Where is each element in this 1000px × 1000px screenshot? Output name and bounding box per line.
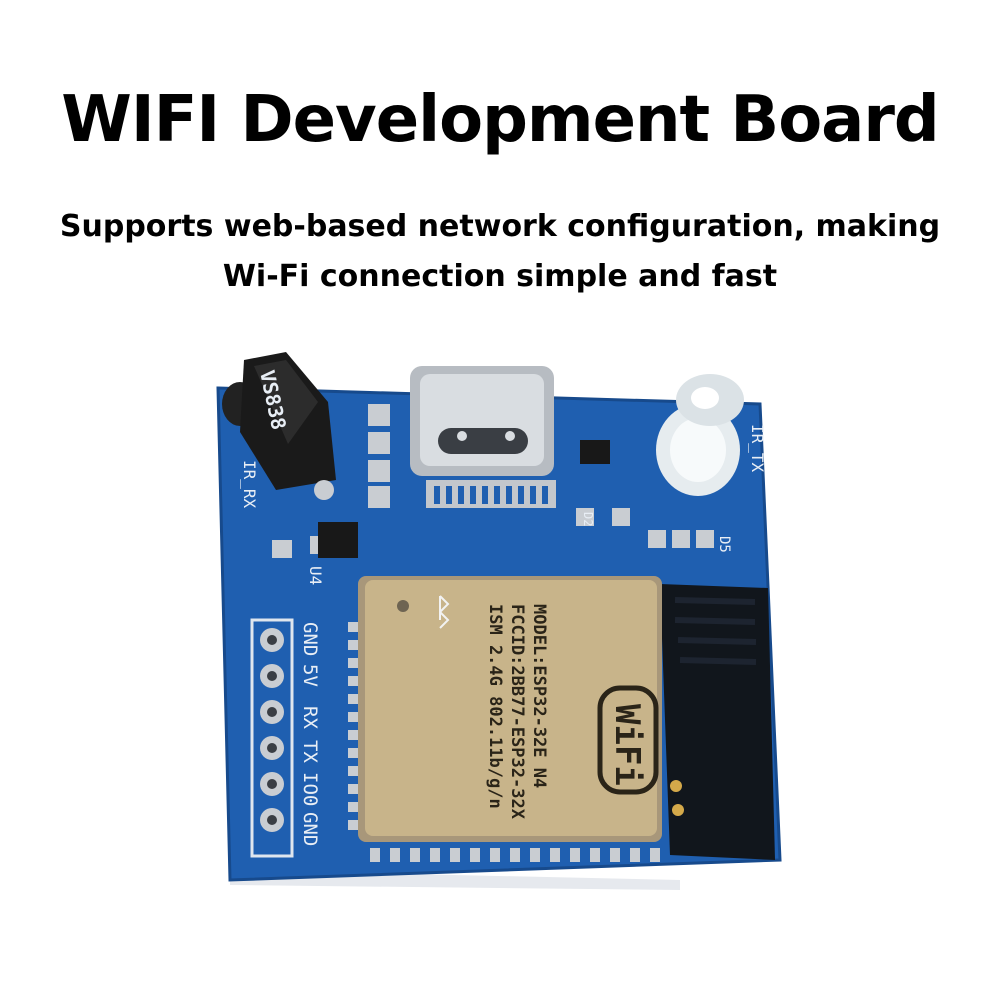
board-photo: MODEL:ESP32-32E N4 FCCID:2BB77-ESP32-32X… (200, 340, 800, 900)
antenna-area (660, 584, 775, 860)
svg-text:D2: D2 (581, 512, 595, 526)
u4-chip (318, 522, 358, 558)
svg-text:FCCID:2BB77-ESP32-32X: FCCID:2BB77-ESP32-32X (507, 604, 527, 820)
svg-text:GND: GND (299, 812, 321, 846)
svg-text:IO0: IO0 (299, 772, 321, 806)
page-subtitle: Supports web-based network configuration… (0, 202, 1000, 302)
svg-text:MODEL:ESP32-32E N4: MODEL:ESP32-32E N4 (529, 604, 549, 788)
svg-text:D5: D5 (716, 536, 732, 553)
svg-text:WiFi: WiFi (607, 704, 647, 786)
esp32-module: MODEL:ESP32-32E N4 FCCID:2BB77-ESP32-32X… (358, 576, 662, 842)
subtitle-line-2: Wi-Fi connection simple and fast (222, 259, 778, 294)
svg-text:IR_RX: IR_RX (240, 460, 259, 509)
svg-text:GND: GND (299, 622, 321, 656)
svg-text:5V: 5V (299, 664, 321, 687)
usb-c-connector (410, 366, 556, 508)
svg-text:U4: U4 (306, 566, 325, 585)
subtitle-line-1: Supports web-based network configuration… (59, 209, 941, 244)
ir-led (656, 374, 744, 496)
ir-receiver: VS838 (222, 352, 336, 500)
header-pins (250, 618, 294, 858)
svg-text:RX: RX (299, 706, 321, 729)
svg-text:TX: TX (299, 740, 321, 763)
svg-text:IR_TX: IR_TX (748, 424, 767, 473)
bluetooth-icon (439, 595, 450, 629)
page-title: WIFI Development Board (61, 83, 939, 157)
svg-text:ISM 2.4G 802.11b/g/n: ISM 2.4G 802.11b/g/n (485, 604, 505, 809)
